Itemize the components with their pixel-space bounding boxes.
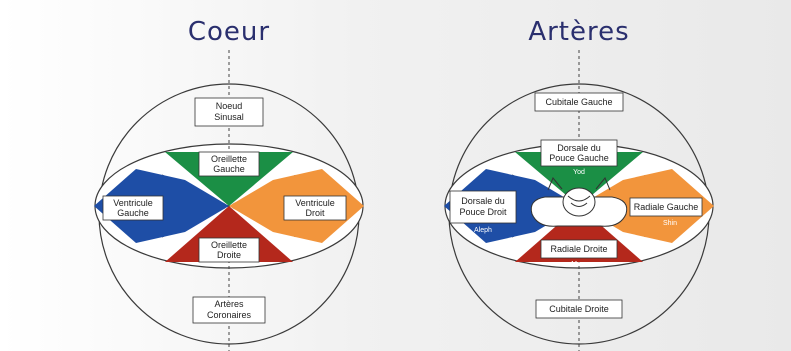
coeur-left-label-line2: Gauche [117,208,149,218]
coeur-top-label: Oreillette Gauche [198,151,260,177]
arteres-right-label: Radiale Gauche Shin [629,197,703,227]
coeur-top-label-line1: Oreillette [211,154,247,164]
arteres-right-sub: Shin [663,220,677,227]
coeur-top-box-line2: Sinusal [214,112,244,122]
arteres-left-label: Dorsale du Pouce Droit Aleph [449,190,517,234]
coeur-top-label-line2: Gauche [213,164,245,174]
coeur-bottom-wedge [165,206,293,262]
arteres-top-sub: Yod [573,169,585,176]
arteres-bottom-box: Cubitale Droite [535,299,623,319]
arteres-title: Artères [528,17,629,47]
coeur-left-label: Ventricule Gauche [102,195,164,221]
coeur-bottom-label-line1: Oreillette [211,240,247,250]
arteres-top-box: Cubitale Gauche [534,92,624,112]
arteres-top-box-label: Cubitale Gauche [545,97,612,107]
arteres-left-label-line2: Pouce Droit [459,207,507,217]
coeur-bottom-label-line2: Droite [217,250,241,260]
arteres-left-label-line1: Dorsale du [461,196,505,206]
coeur-top-wedge [165,152,293,206]
coeur-right-label-line1: Ventricule [295,198,335,208]
arteres-diagram: Artères Cubitale Gauche Dorsale du Pouce… [444,17,714,351]
arteres-left-sub: Aleph [474,227,492,234]
coeur-bottom-box-line2: Coronaires [207,310,252,320]
coeur-bottom-box-line1: Artères [214,299,244,309]
coeur-bottom-label: Oreillette Droite [198,237,260,263]
arteres-right-label: Radiale Gauche [634,202,699,212]
arteres-top-label-line1: Dorsale du [557,143,601,153]
coeur-right-label-line2: Droit [305,208,325,218]
arteres-bottom-sub: Mem [571,261,587,268]
coeur-bottom-box: Artères Coronaires [192,296,266,324]
arteres-bottom-label: Radiale Droite Mem [540,239,618,268]
coeur-diagram: Coeur Noeud Sinusal Oreillette Gauche Ve… [94,17,364,351]
lotus-figure-icon [530,177,628,227]
coeur-right-label: Ventricule Droit [283,195,347,221]
coeur-top-box: Noeud Sinusal [194,97,264,127]
coeur-title: Coeur [188,17,270,47]
arteres-bottom-box-label: Cubitale Droite [549,304,609,314]
coeur-left-label-line1: Ventricule [113,198,153,208]
arteres-bottom-label: Radiale Droite [550,244,607,254]
arteres-top-label: Dorsale du Pouce Gauche Yod [540,139,618,176]
coeur-top-box-line1: Noeud [216,101,243,111]
arteres-top-label-line2: Pouce Gauche [549,153,609,163]
